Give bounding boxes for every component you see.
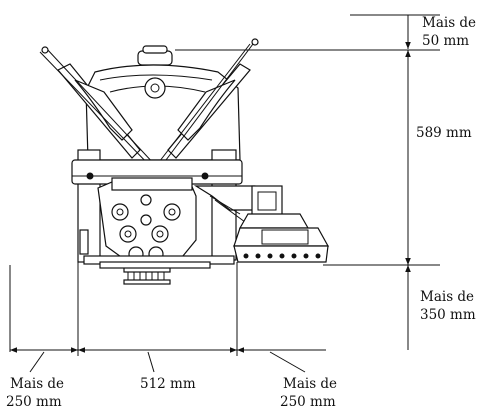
dimension-lines: [9, 14, 440, 373]
top-clearance-label-line1: Mais de: [422, 15, 476, 31]
width-label: 512 mm: [140, 376, 196, 392]
right-clearance-label-line1: Mais de: [283, 376, 337, 392]
left-clearance-leader-line: [29, 351, 45, 373]
width-leader-line: [147, 351, 155, 373]
front-clearance-label-line2: 350 mm: [420, 307, 476, 323]
right-clearance-label-line2: 250 mm: [280, 394, 336, 410]
left-clearance-label-line2: 250 mm: [6, 394, 62, 410]
top-clearance-label-line2: 50 mm: [422, 33, 469, 49]
height-label: 589 mm: [416, 125, 472, 141]
front-clearance-label-line1: Mais de: [420, 289, 474, 305]
right-clearance-leader-line: [269, 351, 306, 373]
left-clearance-label-line1: Mais de: [10, 376, 64, 392]
embroidery-machine-illustration: [39, 38, 330, 285]
dimension-labels: Mais de 50 mm 589 mm Mais de 350 mm Mais…: [6, 15, 476, 410]
